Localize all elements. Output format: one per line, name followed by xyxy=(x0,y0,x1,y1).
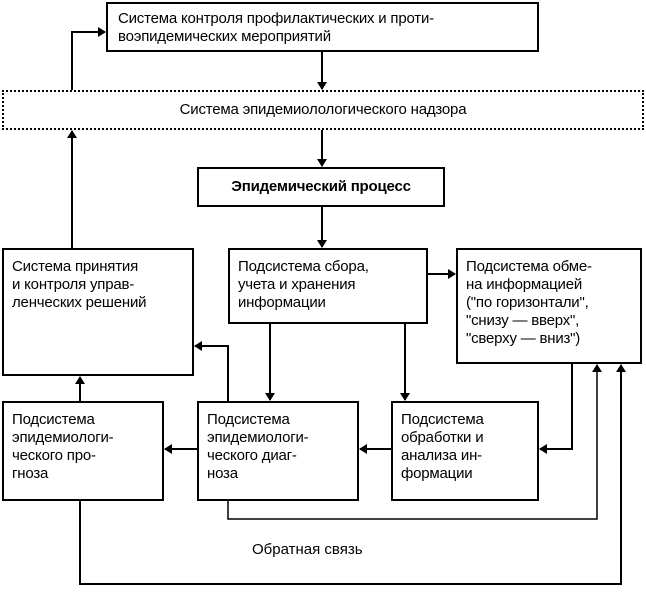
diagnosis-subsystem-line-3: ческого диаг- xyxy=(207,447,297,464)
decision-system-box: Система принятия и контроля управ- ленче… xyxy=(2,248,194,376)
control-system-box: Система контроля профилактических и прот… xyxy=(106,2,539,52)
collection-subsystem-line-1: Подсистема сбора, xyxy=(238,258,369,275)
epidemic-process-box: Эпидемический процесс xyxy=(197,167,445,207)
decision-system-line-1: Система принятия xyxy=(12,258,138,275)
prognosis-subsystem-box: Подсистема эпидемиологи- ческого про- гн… xyxy=(2,401,164,501)
arrow-diagnosis-to-decision xyxy=(194,341,229,401)
epidemic-process-label: Эпидемический процесс xyxy=(231,178,411,195)
processing-subsystem-line-1: Подсистема xyxy=(401,411,484,428)
prognosis-subsystem-line-4: гноза xyxy=(12,465,49,482)
processing-subsystem-line-2: обработки и xyxy=(401,429,484,446)
surveillance-system-box: Система эпидемиолологического надзора xyxy=(2,90,644,130)
collection-subsystem-box: Подсистема сбора, учета и хранения инфор… xyxy=(228,248,428,324)
feedback-diagnosis-to-exchange xyxy=(227,364,602,520)
collection-subsystem-line-2: учета и хранения xyxy=(238,276,356,293)
decision-system-line-2: и контроля управ- xyxy=(12,276,135,293)
exchange-subsystem-line-5: "сверху — вниз") xyxy=(466,330,581,347)
control-system-line-2: воэпидемических мероприятий xyxy=(118,28,331,45)
prognosis-subsystem-line-3: ческого про- xyxy=(12,447,96,464)
exchange-subsystem-line-1: Подсистема обме- xyxy=(466,258,592,275)
exchange-subsystem-line-4: "снизу — вверх", xyxy=(466,312,580,329)
diagnosis-subsystem-box: Подсистема эпидемиологи- ческого диаг- н… xyxy=(197,401,359,501)
feedback-prognosis-to-exchange xyxy=(79,364,626,585)
diagnosis-subsystem-line-4: ноза xyxy=(207,465,238,482)
feedback-label: Обратная связь xyxy=(252,541,363,558)
arrow-surveillance-to-control xyxy=(71,27,106,91)
diagnosis-subsystem-line-1: Подсистема xyxy=(207,411,290,428)
processing-subsystem-line-4: формации xyxy=(401,465,473,482)
decision-system-line-3: ленческих решений xyxy=(12,294,147,311)
collection-subsystem-line-3: информации xyxy=(238,294,326,311)
surveillance-system-label: Система эпидемиолологического надзора xyxy=(179,101,467,118)
prognosis-subsystem-line-1: Подсистема xyxy=(12,411,95,428)
processing-subsystem-box: Подсистема обработки и анализа ин- форма… xyxy=(391,401,539,501)
processing-subsystem-line-3: анализа ин- xyxy=(401,447,482,464)
diagnosis-subsystem-line-2: эпидемиологи- xyxy=(207,429,309,446)
exchange-subsystem-box: Подсистема обме- на информацией ("по гор… xyxy=(456,248,642,364)
exchange-subsystem-line-2: на информацией xyxy=(466,276,583,293)
control-system-line-1: Система контроля профилактических и прот… xyxy=(118,10,434,27)
arrow-exchange-to-processing xyxy=(539,364,573,454)
prognosis-subsystem-line-2: эпидемиологи- xyxy=(12,429,114,446)
exchange-subsystem-line-3: ("по горизонтали", xyxy=(466,294,589,311)
